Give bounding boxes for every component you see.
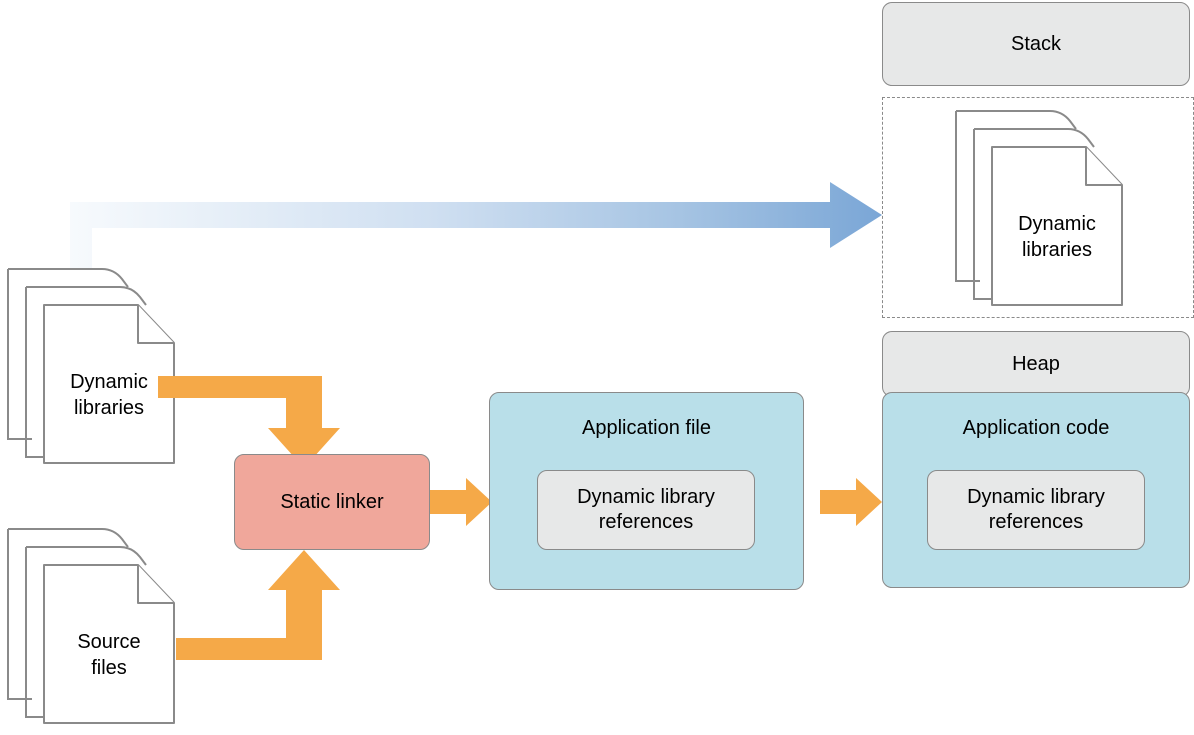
stack-label: Stack (1010, 33, 1062, 55)
arrow-dynamic-libraries-to-static-linker (158, 376, 346, 470)
arrow-application-file-to-application-code (820, 478, 884, 526)
stack-box: Stack (882, 2, 1190, 86)
arrow-static-linker-to-application-file (430, 478, 494, 526)
application-code-inner-box: Dynamic library references (927, 470, 1145, 550)
application-file-title: Application file (582, 417, 711, 439)
arrow-dynamic-libraries-to-memory (70, 182, 890, 300)
heap-box: Heap (882, 331, 1190, 397)
dynamic-libraries-document-stack: Dynamic libraries (2, 263, 182, 468)
application-code-title: Application code (962, 417, 1110, 439)
static-linker-label: Static linker (280, 491, 384, 513)
arrow-source-files-to-static-linker (176, 550, 346, 660)
application-file-inner-label: Dynamic library references (577, 486, 715, 533)
loaded-dynamic-libraries-document-stack: Dynamic libraries (950, 105, 1130, 310)
application-file-inner-box: Dynamic library references (537, 470, 755, 550)
heap-label: Heap (1012, 353, 1060, 375)
static-linker-box: Static linker (234, 454, 430, 550)
source-files-document-stack: Source files (2, 523, 182, 728)
application-code-inner-label: Dynamic library references (967, 486, 1105, 533)
